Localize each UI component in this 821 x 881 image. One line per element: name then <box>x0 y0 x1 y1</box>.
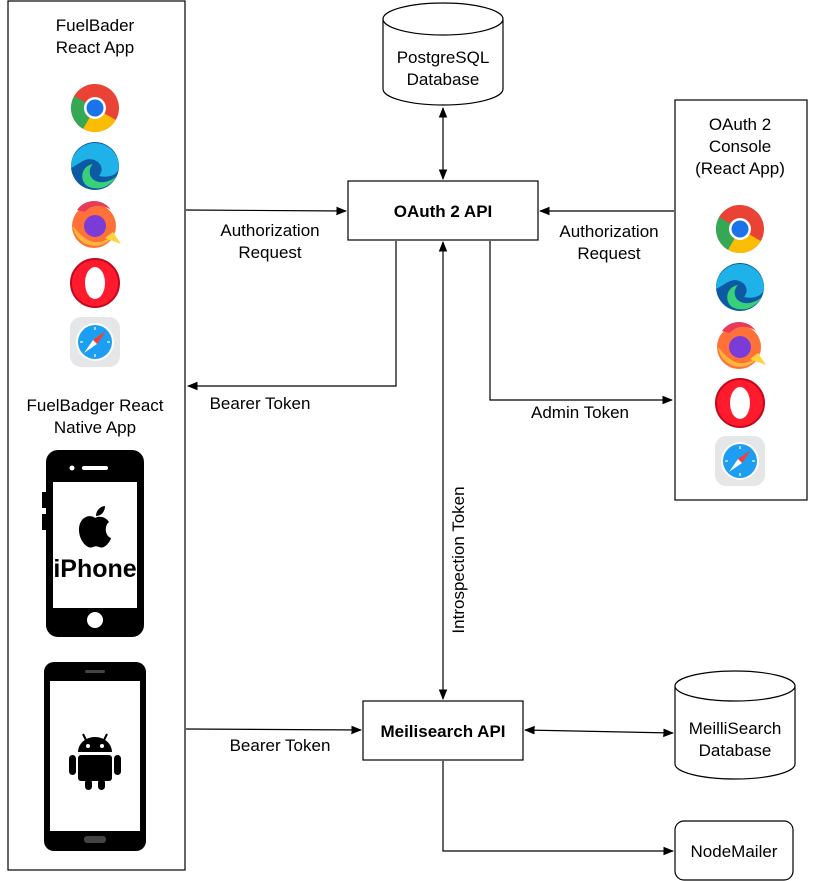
native-app-title-line2: Native App <box>54 418 136 437</box>
react-app-title-line1: FuelBader <box>56 16 135 35</box>
iphone-device: iPhone <box>42 450 144 637</box>
postgresql-database: PostgreSQL Database <box>382 2 504 106</box>
chrome-icon <box>715 205 764 254</box>
oauth-console-line1: OAuth 2 <box>709 115 771 134</box>
edge-meili-nodemailer <box>442 761 675 856</box>
edge-meili-db <box>523 725 675 738</box>
introspection-token-label: Introspection Token <box>449 486 468 633</box>
edge-react-auth-request <box>185 206 348 216</box>
react-app-title-line2: React App <box>56 38 134 57</box>
android-device <box>44 662 146 851</box>
safari-icon <box>714 435 766 487</box>
meillisearch-label-line2: Database <box>699 741 772 760</box>
edge-bearer-token-meili <box>185 725 363 735</box>
edge-bearer-token-react <box>186 241 397 391</box>
admin-token-label: Admin Token <box>531 403 629 422</box>
oauth-api-box <box>347 180 539 241</box>
meillisearch-database: MeilliSearch Database <box>674 670 796 780</box>
edge-icon <box>70 142 119 190</box>
oauth-console-line2: Console <box>709 137 771 156</box>
apple-icon <box>79 506 111 548</box>
safari-icon <box>69 316 121 368</box>
iphone-label: iPhone <box>53 555 136 583</box>
opera-icon <box>715 378 765 428</box>
auth-request-right-line2: Request <box>577 244 641 263</box>
oauth-console-line3: (React App) <box>695 159 785 178</box>
meilisearch-api-label: Meilisearch API <box>380 722 505 741</box>
meillisearch-label-line1: MeilliSearch <box>689 719 782 738</box>
auth-request-right-line1: Authorization <box>559 222 658 241</box>
bearer-token-top-label: Bearer Token <box>210 394 311 413</box>
opera-icon <box>70 258 120 308</box>
nodemailer-box <box>674 820 794 881</box>
edge-admin-token <box>489 241 674 405</box>
android-icon <box>69 733 121 790</box>
nodemailer-label: NodeMailer <box>691 842 778 861</box>
edge-icon <box>715 263 764 311</box>
native-app-title-line1: FuelBadger React <box>26 396 163 415</box>
auth-request-left-line2: Request <box>238 243 302 262</box>
chrome-icon <box>70 83 119 133</box>
auth-request-left-line1: Authorization <box>220 221 319 240</box>
postgresql-label-line1: PostgreSQL <box>397 48 490 67</box>
bearer-token-bottom-label: Bearer Token <box>230 736 331 755</box>
meilisearch-api-box <box>362 700 524 761</box>
postgresql-label-line2: Database <box>407 70 480 89</box>
oauth-api-label: OAuth 2 API <box>394 202 493 221</box>
